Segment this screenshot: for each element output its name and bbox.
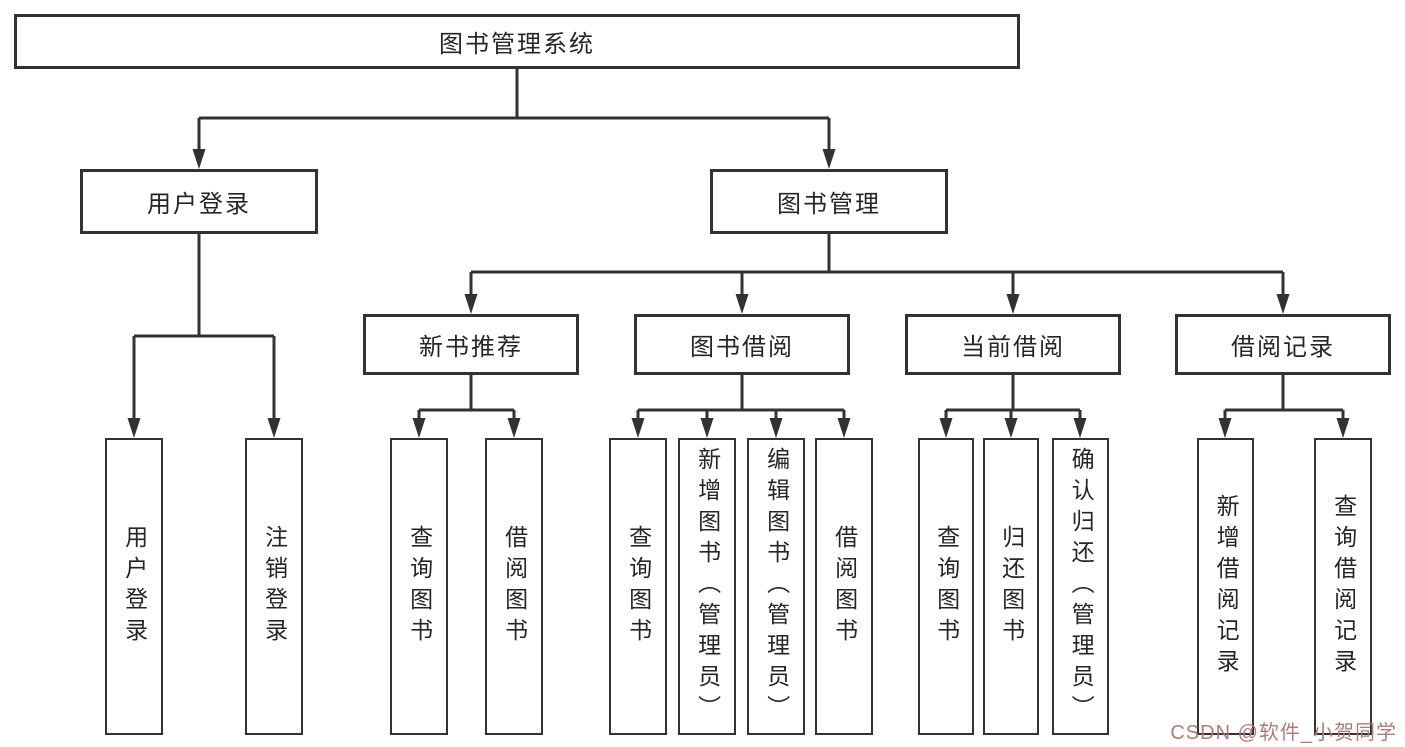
node-book-borrow: 图书借阅 bbox=[634, 314, 850, 375]
leaf-add-book-admin: 新增图书（管理员） bbox=[678, 438, 736, 735]
arrow-down-icon bbox=[1006, 294, 1020, 314]
arrow-down-icon bbox=[700, 418, 714, 438]
arrow-down-icon bbox=[507, 418, 521, 438]
leaf-query-book-recommend: 查询图书 bbox=[390, 438, 448, 735]
leaf-confirm-return-admin: 确认归还（管理员） bbox=[1052, 438, 1109, 735]
leaf-user-login: 用户登录 bbox=[105, 438, 163, 735]
arrow-down-icon bbox=[1276, 294, 1290, 314]
leaf-logout: 注销登录 bbox=[245, 438, 303, 735]
watermark: CSDN @软件_小贺同学 bbox=[1170, 722, 1397, 744]
arrowheads bbox=[127, 149, 1350, 438]
arrow-down-icon bbox=[1073, 418, 1087, 438]
arrow-down-icon bbox=[631, 418, 645, 438]
arrow-down-icon bbox=[769, 418, 783, 438]
arrow-down-icon bbox=[1004, 418, 1018, 438]
arrow-down-icon bbox=[412, 418, 426, 438]
leaf-query-borrow-record: 查询借阅记录 bbox=[1314, 438, 1372, 735]
leaf-edit-book-admin: 编辑图书（管理员） bbox=[747, 438, 805, 735]
arrow-down-icon bbox=[1336, 418, 1350, 438]
arrow-down-icon bbox=[127, 418, 141, 438]
arrow-down-icon bbox=[735, 294, 749, 314]
arrow-down-icon bbox=[1218, 418, 1232, 438]
leaf-query-book-borrow: 查询图书 bbox=[609, 438, 667, 735]
node-current-borrow: 当前借阅 bbox=[905, 314, 1121, 375]
arrow-down-icon bbox=[822, 149, 836, 169]
leaf-return-book: 归还图书 bbox=[983, 438, 1039, 735]
arrow-down-icon bbox=[939, 418, 953, 438]
leaf-borrow-book-recommend: 借阅图书 bbox=[485, 438, 543, 735]
leaf-borrow-book: 借阅图书 bbox=[815, 438, 873, 735]
leaf-query-book-current: 查询图书 bbox=[918, 438, 974, 735]
node-user-login: 用户登录 bbox=[80, 169, 318, 234]
arrow-down-icon bbox=[837, 418, 851, 438]
node-book-management: 图书管理 bbox=[710, 169, 948, 234]
arrow-down-icon bbox=[267, 418, 281, 438]
node-new-book-recommend: 新书推荐 bbox=[363, 314, 579, 375]
arrow-down-icon bbox=[464, 294, 478, 314]
leaf-add-borrow-record: 新增借阅记录 bbox=[1197, 438, 1254, 735]
node-root: 图书管理系统 bbox=[14, 14, 1020, 69]
arrow-down-icon bbox=[192, 149, 206, 169]
node-borrow-record: 借阅记录 bbox=[1175, 314, 1391, 375]
connector-path bbox=[132, 69, 1345, 420]
